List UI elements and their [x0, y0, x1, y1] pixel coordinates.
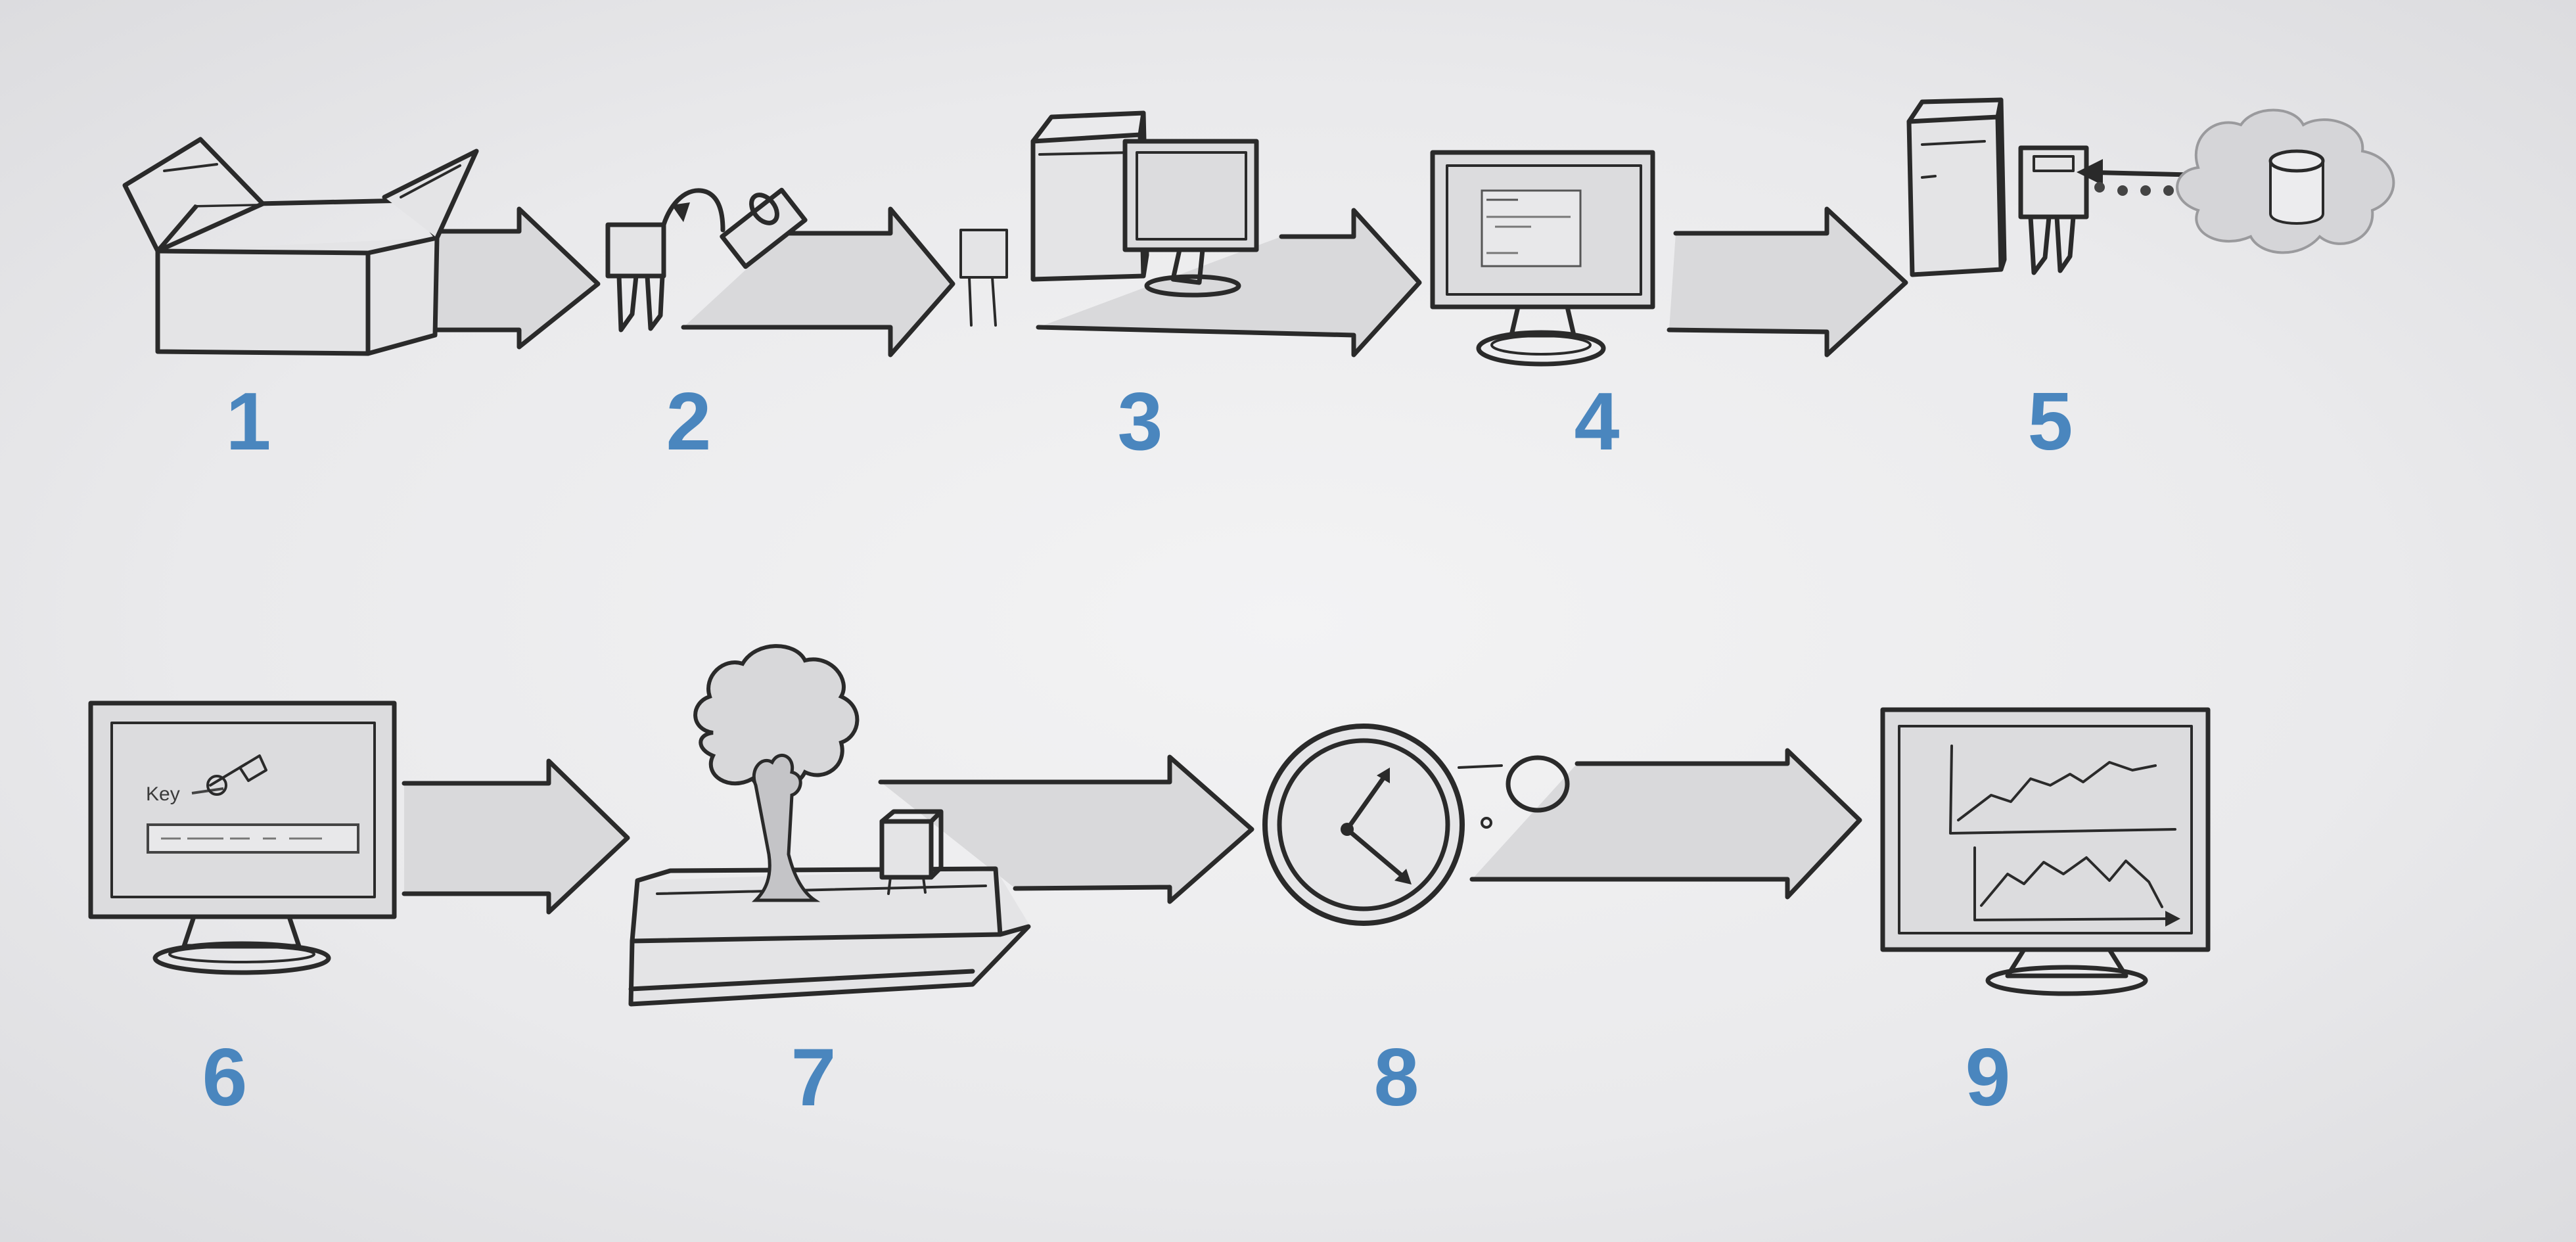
- step-number-8: 8: [1373, 1032, 1419, 1123]
- step-number-9: 9: [1965, 1032, 2011, 1123]
- key-label: Key: [146, 783, 180, 805]
- arrow-3-4: [1036, 208, 1422, 357]
- step-number-5: 5: [2027, 377, 2073, 467]
- arrow-8-9: [1469, 748, 1862, 900]
- step-number-1: 1: [225, 377, 271, 467]
- desktop-computer-icon: [959, 110, 1259, 327]
- arrow-7-8: [878, 754, 1254, 904]
- arrow-2-3: [681, 206, 955, 357]
- planter-tree-sensor-icon: [628, 644, 1031, 1007]
- step-number-6: 6: [202, 1032, 248, 1123]
- arrow-4-5: [1667, 206, 1908, 357]
- arrow-6-7: [402, 758, 630, 915]
- open-box-icon: [122, 137, 479, 356]
- step-number-3: 3: [1117, 377, 1163, 467]
- step-number-4: 4: [1574, 377, 1620, 467]
- step-number-2: 2: [666, 377, 712, 467]
- server-cloud-database-icon: [1906, 97, 2395, 277]
- monitor-key-entry-icon: Key: [88, 701, 397, 975]
- sensor-plug-icon: [605, 187, 808, 333]
- monitor-app-window-icon: [1430, 150, 1655, 367]
- clock-icon: [1262, 724, 1570, 926]
- step-number-7: 7: [791, 1032, 837, 1123]
- monitor-charts-icon: [1880, 707, 2211, 996]
- arrow-1-2: [431, 206, 601, 350]
